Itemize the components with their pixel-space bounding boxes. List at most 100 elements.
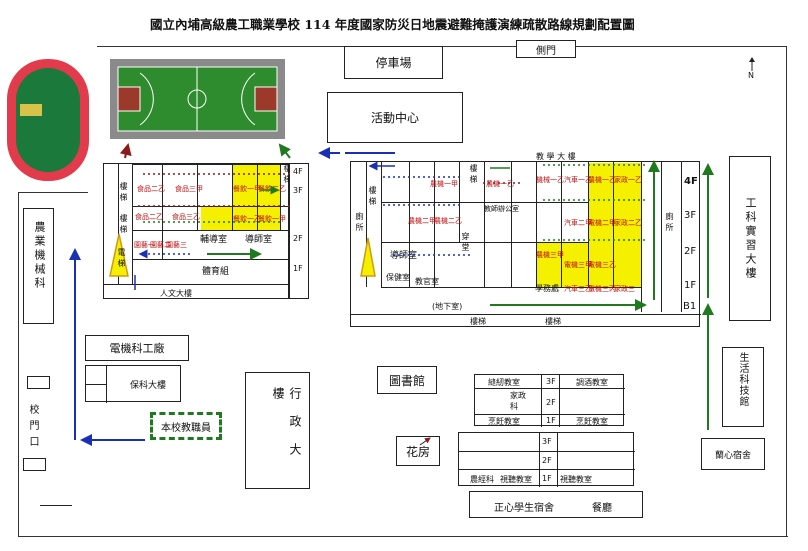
restroom-label: 廁所 xyxy=(665,212,674,234)
staff-assembly-label: 本校教職員 xyxy=(161,422,211,434)
student-affairs: 學務處 xyxy=(535,284,559,293)
campus-boundary-left-top xyxy=(18,192,88,193)
room-label: 食品三甲 xyxy=(175,185,203,193)
north-arrow-icon xyxy=(748,56,756,71)
home-econ-room: 家政科 xyxy=(510,391,526,411)
campus-boundary-left xyxy=(18,192,19,537)
library-label: 圖書館 xyxy=(388,373,425,388)
gym-group: 體育組 xyxy=(202,267,230,277)
humanities-label: 人文大樓 xyxy=(160,289,192,298)
north-label: N xyxy=(748,71,754,80)
floor-label: 3F xyxy=(293,186,303,195)
electrical-factory-label: 電機科工廠 xyxy=(109,342,165,355)
left-floor-column xyxy=(289,163,309,299)
stairs-label: 樓梯 xyxy=(545,317,561,326)
admin-building: 行政大樓 xyxy=(245,372,310,489)
teaching-building-label: 教 學 大 樓 xyxy=(536,152,576,161)
parking-label: 停車場 xyxy=(375,56,412,70)
floor-label: B1 xyxy=(683,301,697,312)
video-room: 視聽教室 xyxy=(560,475,592,484)
room-label: 食品二乙 xyxy=(135,213,163,221)
gate-post-top xyxy=(27,376,50,389)
industrial-building: 工科實習大樓 xyxy=(729,156,771,321)
staff-assembly-point: 本校教職員 xyxy=(150,412,222,440)
room-label: 農機二甲 xyxy=(408,217,436,225)
room-label: 家政一乙 xyxy=(614,176,642,184)
basketball-court xyxy=(110,59,285,139)
academic-office: 教官室 xyxy=(415,277,439,286)
restroom-label: 廁所 xyxy=(355,212,364,234)
life-tech-label: 生活科技館 xyxy=(737,352,748,407)
cooking-room: 調酒教室 xyxy=(576,378,608,387)
room-label: 農機一乙 xyxy=(486,180,514,188)
maintenance-label: 保科大樓 xyxy=(130,381,167,391)
parking-lot: 停車場 xyxy=(344,46,443,79)
home-econ-building xyxy=(474,374,625,427)
room-label: 汽車二甲 xyxy=(564,219,592,227)
agri-machinery-building: 農業機械科 xyxy=(23,208,54,324)
room-label: 汽車三乙 xyxy=(564,285,592,293)
food-sci-room: 農經科 xyxy=(470,475,494,484)
campus-boundary-bottom xyxy=(18,536,788,537)
room-label: 食品三乙 xyxy=(172,213,200,221)
lanxin-dorm: 蘭心宿舍 xyxy=(701,438,765,470)
room-label: 食品二乙 xyxy=(137,185,165,193)
gate-line xyxy=(40,505,72,506)
floor-label: 4F xyxy=(293,167,303,176)
library: 圖書館 xyxy=(377,366,437,394)
stairs-label: 樓梯 xyxy=(283,164,292,186)
room-label: 農機三甲 xyxy=(536,251,564,259)
room-label: 機械一乙 xyxy=(536,176,564,184)
room-label: 農機一乙 xyxy=(588,176,616,184)
ped-label: 穿堂 xyxy=(461,232,470,254)
floor-label: 2F xyxy=(293,234,303,243)
stairs-label: 樓梯 xyxy=(469,164,478,186)
gate-post-bottom xyxy=(23,458,46,471)
flower-house-label: 花房 xyxy=(405,444,430,459)
elevator-icon xyxy=(108,232,130,278)
baking-room-1: 烹飪教室 xyxy=(488,417,520,426)
floor-label: 3F xyxy=(684,210,697,221)
security-room: 保健室 xyxy=(386,273,410,282)
floor-label: 4F xyxy=(684,176,698,187)
room-label: 電機三甲 xyxy=(564,261,592,269)
room-label: 電機三乙 xyxy=(588,261,616,269)
room-label: 農機一甲 xyxy=(430,180,458,188)
room-label: 餐飲一甲 xyxy=(258,215,286,223)
stairs-label: 樓梯 xyxy=(119,214,128,236)
dorm-building xyxy=(458,432,635,487)
floor-label: 2F xyxy=(684,246,697,257)
campus-boundary-right xyxy=(786,46,787,536)
side-gate: 側門 xyxy=(516,40,576,58)
room-label: 家政二乙 xyxy=(614,219,642,227)
elevator-label: 電梯 xyxy=(117,248,126,270)
room-label: 園藝二 xyxy=(150,241,171,249)
stairs-label: 樓梯 xyxy=(368,186,377,208)
zhengxin-dorm: 正心學生宿舍 餐廳 xyxy=(469,491,643,518)
track-icon xyxy=(6,58,90,182)
room-label: 汽車一乙 xyxy=(564,176,592,184)
guidance-room: 輔導室 xyxy=(200,235,228,245)
room-label: 農機二乙 xyxy=(434,217,462,225)
electrical-factory: 電機科工廠 xyxy=(85,335,189,361)
floor-label: 1F xyxy=(293,264,303,273)
floor-label: 1F xyxy=(542,474,552,483)
room-label: 園藝一 xyxy=(134,241,155,249)
floor-label: 3F xyxy=(542,437,552,446)
admin-building-label: 行政大樓 xyxy=(271,387,302,471)
activity-center-label: 活動中心 xyxy=(370,111,419,125)
stairs-label: 樓梯 xyxy=(470,317,486,326)
basement-label: (地下室) xyxy=(432,302,463,311)
teacher-office: 導師室 xyxy=(245,235,273,245)
floor-label: 3F xyxy=(546,377,556,386)
room-label: 電機三丙 xyxy=(588,285,616,293)
side-gate-label: 側門 xyxy=(536,45,556,57)
zhengxin-label: 正心學生宿舍 xyxy=(494,503,554,514)
page-title: 國立內埔高級農工職業學校 114 年度國家防災日地震避難掩護演練疏散路線規劃配置… xyxy=(150,17,635,32)
maintenance-building: 保科大樓 xyxy=(85,365,181,403)
dining-hall-label: 餐廳 xyxy=(592,503,612,514)
room-label: 園藝三 xyxy=(166,241,187,249)
floor-label: 1F xyxy=(684,280,697,291)
staff-room: 教師辦公室 xyxy=(484,205,519,213)
